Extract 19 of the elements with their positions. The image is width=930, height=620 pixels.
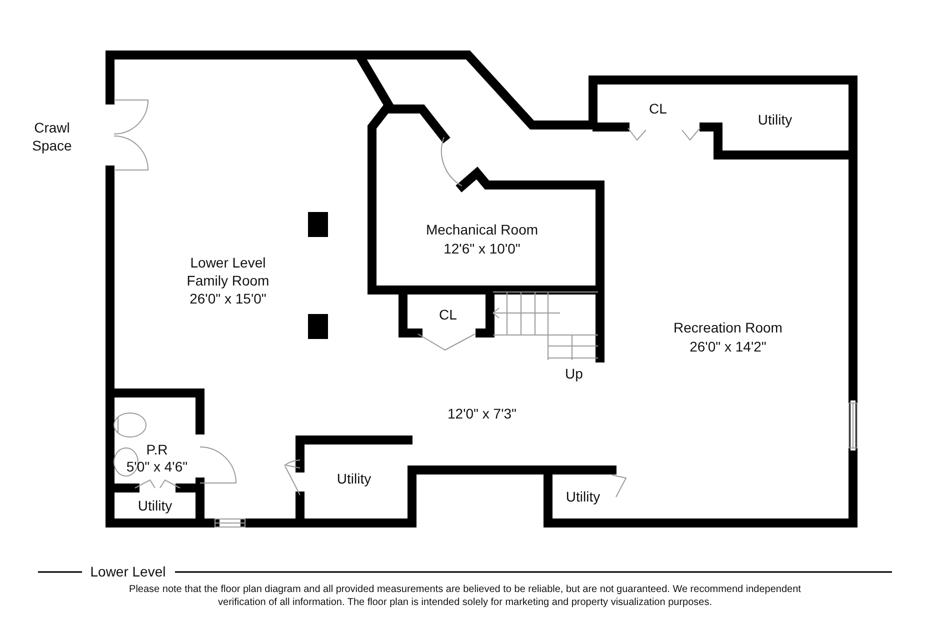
dimension-label: 12'6" x 10'0" <box>444 240 520 258</box>
dimension-label: 12'0" x 7'3" <box>448 405 516 423</box>
dimension-label: 5'0" x 4'6" <box>126 458 188 476</box>
dimension-label: 26'0" x 14'2" <box>690 338 766 356</box>
room-label: Lower Level Family Room <box>186 254 270 290</box>
room-label: P.R <box>146 441 168 459</box>
room-label: CL <box>439 306 457 324</box>
plan-title: Lower Level <box>89 563 167 581</box>
room-label: Mechanical Room <box>426 221 538 239</box>
room-label: Recreation Room <box>674 319 782 337</box>
disclaimer-note: Please note that the floor plan diagram and all provided measurements are believed to be reliable, but are not guaranteed. We recommend independent verification of all information. The floor plan is intended solely for marketing and property visualization purposes. <box>128 583 802 609</box>
room-label: Utility <box>138 497 172 515</box>
room-label: Crawl Space <box>31 120 73 154</box>
room-label: Utility <box>336 470 372 488</box>
room-label: Utility <box>566 488 600 506</box>
room-label: CL <box>649 100 667 118</box>
dimension-label: 26'0" x 15'0" <box>190 290 266 308</box>
stair-direction-label: Up <box>565 365 583 383</box>
room-label: Utility <box>758 111 792 129</box>
